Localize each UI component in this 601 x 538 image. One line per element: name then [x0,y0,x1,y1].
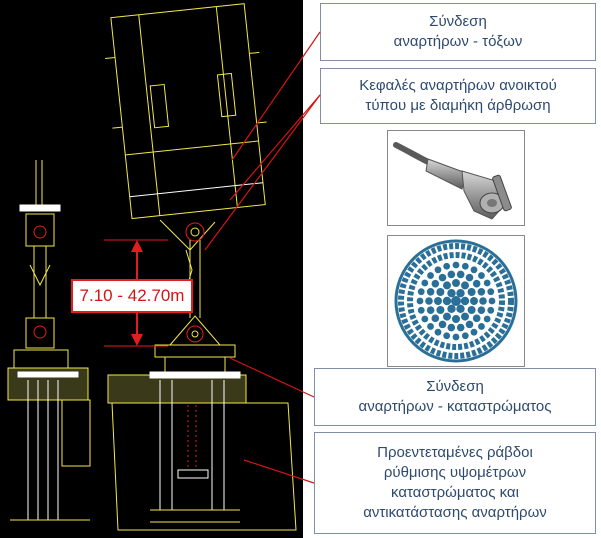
locked-coil-strand-photo [387,235,525,367]
callout-deck-connection: Σύνδεση αναρτήρων - καταστρώματος [314,368,596,426]
open-socket-icon [393,142,512,220]
callout-prestressed-rods: Προεντεταμένες ράβδοι ρύθμισης υψομέτρων… [314,432,596,534]
arch-section [105,3,267,220]
callout-deck-connection-text: Σύνδεση αναρτήρων - καταστρώματος [358,378,552,415]
strand-section-icon [394,239,518,363]
callout-open-sockets: Κεφαλές αναρτήρων ανοικτού τύπου με διαμ… [320,68,596,124]
cad-drawing: 7.10 - 42.70m [0,0,303,538]
hanger-connection-drawing [7,3,297,531]
callout-prestressed-rods-text: Προεντεταμένες ράβδοι ρύθμισης υψομέτρων… [363,444,547,521]
callout-open-sockets-text: Κεφαλές αναρτήρων ανοικτού τύπου με διαμ… [359,77,557,114]
callout-arch-connection: Σύνδεση αναρτήρων - τόξων [320,3,596,61]
side-elevation [7,160,91,521]
callout-arch-connection-text: Σύνδεση αναρτήρων - τόξων [393,13,523,50]
dimension-label: 7.10 - 42.70m [71,279,193,313]
open-socket-photo [387,130,525,226]
